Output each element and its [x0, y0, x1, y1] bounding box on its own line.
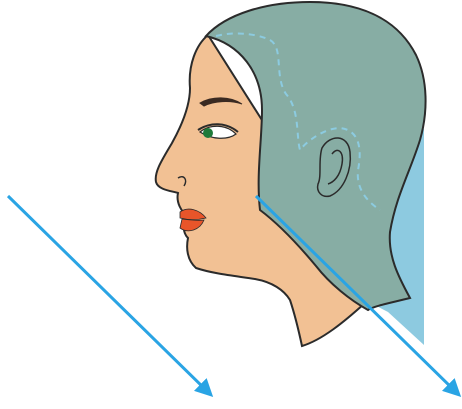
arrow-left — [8, 196, 208, 392]
eye-iris — [203, 128, 213, 138]
